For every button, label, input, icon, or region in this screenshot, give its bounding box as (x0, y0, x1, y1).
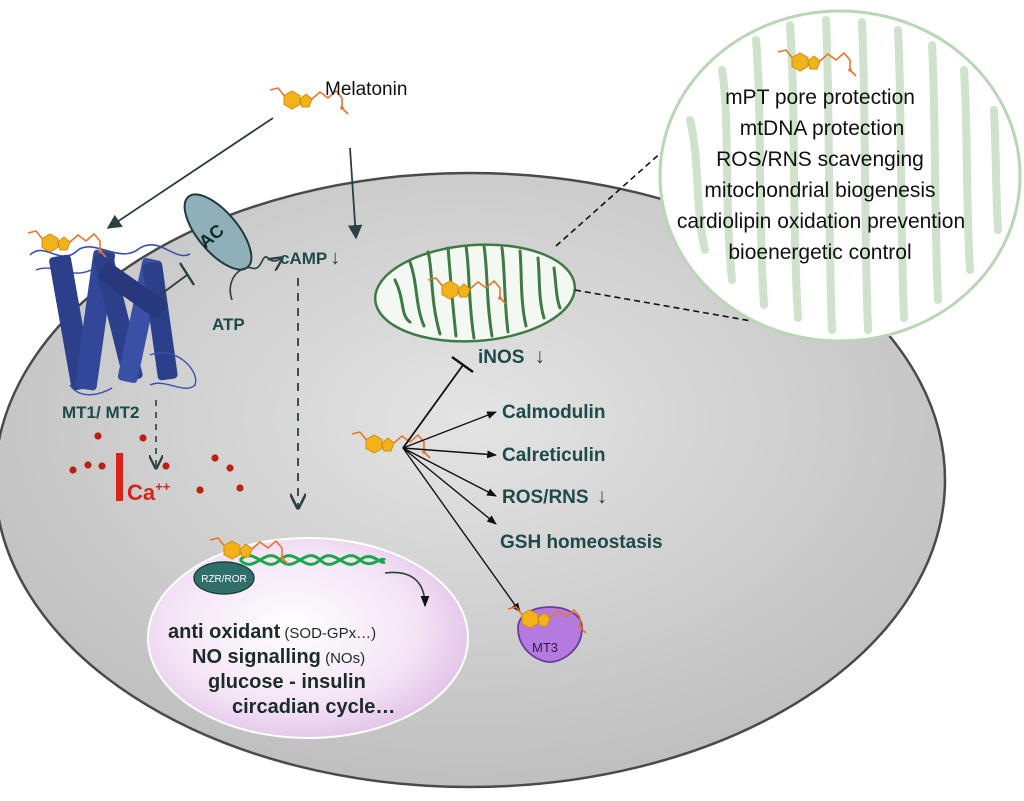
atp-to-camp-curve (229, 257, 282, 301)
mito-function-5: cardiolipin oxidation prevention (677, 210, 965, 233)
mito-function-4: mitochondrial biogenesis (704, 179, 935, 202)
calcium-increase-bar (116, 453, 123, 501)
mt-receptor-icon (29, 244, 197, 396)
calcium-label: Ca++ (127, 479, 171, 505)
nuclear-target-4: circadian cycle… (232, 696, 395, 718)
mitochondrial-functions-list: mPT pore protection mtDNA protection ROS… (677, 86, 965, 264)
gene-expression-arrow (384, 571, 430, 608)
mt3-label: MT3 (532, 640, 558, 655)
camp-down-arrow: ↓ (330, 247, 340, 269)
inhibition-to-inos (402, 364, 464, 449)
arrow-to-mt3 (402, 447, 521, 613)
inhibition-bar-inos (451, 356, 474, 373)
dna-helix-icon (238, 554, 386, 566)
gsh-label: GSH homeostasis (500, 532, 663, 553)
mito-function-3: ROS/RNS scavenging (716, 148, 924, 171)
zoom-line-bottom (574, 289, 781, 327)
mt1-mt2-label: MT1/ MT2 (62, 403, 139, 422)
nuclear-targets-list: anti oxidant (SOD-GPx…) NO signalling (N… (168, 621, 395, 718)
arrow-to-ros-rns (402, 447, 497, 497)
atp-label: ATP (212, 315, 245, 334)
mito-function-6: bioenergetic control (728, 241, 911, 264)
arrow-melatonin-to-cell (347, 147, 363, 240)
rzr-ror-receptor-icon (193, 561, 255, 595)
arrow-to-gsh (402, 447, 497, 525)
nuclear-target-3: glucose - insulin (208, 671, 366, 693)
ros-rns-label: ROS/RNS↓ (502, 485, 607, 508)
inos-down-arrow: ↓ (534, 345, 545, 368)
arrow-to-calmodulin (402, 411, 497, 449)
calmodulin-label: Calmodulin (502, 402, 605, 423)
inhibition-bar-ac (178, 262, 196, 286)
inhibition-receptor-ac (159, 274, 188, 296)
mito-function-2: mtDNA protection (740, 117, 905, 140)
calreticulin-label: Calreticulin (502, 445, 605, 466)
mitochondrion-zoom-icon (658, 9, 1022, 343)
nuclear-target-1: anti oxidant (SOD-GPx…) (168, 621, 376, 643)
mitochondrion-icon (373, 243, 577, 343)
inos-label: iNOS↓ (478, 345, 545, 368)
melatonin-label: Melatonin (325, 79, 407, 100)
arrow-melatonin-to-receptor (106, 117, 274, 229)
arrow-to-calreticulin (402, 447, 497, 459)
calcium-dots (69, 432, 244, 494)
mito-function-1: mPT pore protection (725, 86, 915, 109)
nuclear-target-2: NO signalling (NOs) (192, 646, 365, 668)
camp-label: cAMP↓ (280, 247, 340, 269)
rzr-ror-label: RZR/ROR (201, 574, 247, 585)
ros-down-arrow: ↓ (597, 485, 608, 508)
